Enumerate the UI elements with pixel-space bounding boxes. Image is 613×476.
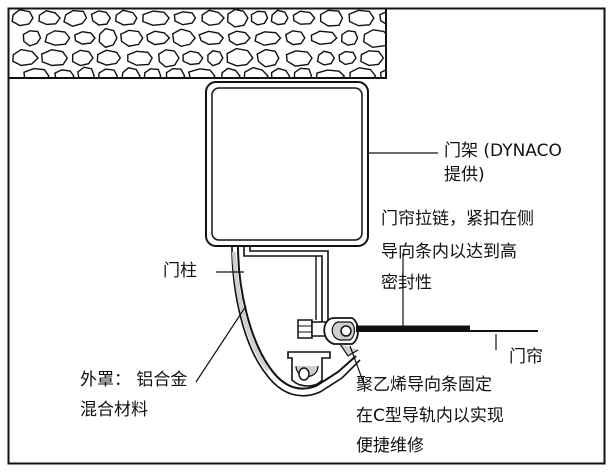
stone xyxy=(23,67,50,77)
stone xyxy=(74,30,96,45)
c-rail xyxy=(287,351,331,387)
stone xyxy=(285,50,313,67)
stone xyxy=(338,50,357,66)
rock-wall-edge xyxy=(9,9,387,79)
stone xyxy=(143,68,162,77)
cover-outer xyxy=(237,245,357,390)
label-zipper-3: 密封性 xyxy=(381,273,432,293)
stone xyxy=(22,30,42,47)
label-cover-1: 外罩： 铝合金 xyxy=(80,370,188,390)
stone xyxy=(54,69,75,77)
stone xyxy=(226,47,254,67)
stone xyxy=(348,9,375,27)
stone xyxy=(119,29,144,47)
cover-fill xyxy=(232,251,270,372)
stone xyxy=(114,9,138,26)
label-frame-2: 提供) xyxy=(444,165,485,185)
label-frame-1: 门架 (DYNACO xyxy=(444,141,562,161)
stone xyxy=(226,9,249,28)
door-frame-inner xyxy=(211,87,363,241)
stone xyxy=(171,28,197,48)
stone xyxy=(388,50,407,66)
stone xyxy=(127,50,153,66)
stone xyxy=(96,49,122,66)
stone xyxy=(316,50,336,66)
stone xyxy=(142,10,170,27)
stone xyxy=(349,67,377,77)
stone xyxy=(173,11,197,26)
stone xyxy=(12,48,39,67)
stone xyxy=(227,30,251,46)
stone xyxy=(250,10,269,26)
stone xyxy=(146,30,171,46)
door-frame xyxy=(205,81,369,247)
leader-guide xyxy=(349,345,365,385)
stone xyxy=(292,10,316,25)
leader-lines xyxy=(195,152,497,385)
label-guide-1: 聚乙烯导向条固定 xyxy=(356,375,492,395)
stone xyxy=(11,9,34,27)
leader-cover xyxy=(195,305,247,383)
stone xyxy=(157,49,180,68)
label-cover-2: 混合材料 xyxy=(80,400,148,420)
stone xyxy=(270,9,289,26)
stone xyxy=(360,50,385,67)
stone xyxy=(270,67,291,77)
stone xyxy=(38,10,62,26)
stone xyxy=(293,67,313,77)
stone xyxy=(207,50,224,67)
rock-wall xyxy=(11,9,407,77)
stone xyxy=(379,69,385,77)
label-post: 门柱 xyxy=(163,261,197,281)
stone xyxy=(187,68,216,77)
stone xyxy=(379,11,385,25)
label-guide-3: 便捷维修 xyxy=(356,436,424,456)
stone xyxy=(285,30,306,46)
stone xyxy=(310,30,338,46)
stone xyxy=(340,30,359,46)
stone xyxy=(198,30,225,46)
stone xyxy=(121,67,141,77)
cover-inner xyxy=(231,245,361,397)
stone xyxy=(201,9,225,27)
label-zipper-2: 导向条内以达到高 xyxy=(381,242,517,262)
stone xyxy=(40,48,69,67)
stone xyxy=(256,48,280,68)
door-post-inner xyxy=(249,246,329,324)
stone xyxy=(243,66,269,77)
stone xyxy=(90,10,112,26)
stone xyxy=(165,67,186,77)
stone xyxy=(97,68,118,77)
label-curtain: 门帘 xyxy=(509,347,543,367)
stone xyxy=(71,49,94,67)
stone xyxy=(319,9,344,27)
stone xyxy=(221,67,241,77)
stone xyxy=(98,27,118,49)
door-post xyxy=(243,246,323,326)
stone xyxy=(77,66,95,77)
label-guide-2: 在C型导轨内以实现 xyxy=(356,406,504,426)
stone xyxy=(44,30,71,46)
outer-border xyxy=(7,7,606,465)
stone xyxy=(182,50,204,66)
stone xyxy=(362,29,385,49)
label-zipper-1: 门帘拉链，紧扣在侧 xyxy=(381,209,534,229)
guide-strip xyxy=(323,317,359,357)
stone xyxy=(63,9,88,27)
stone xyxy=(315,69,346,77)
stone xyxy=(254,31,282,46)
